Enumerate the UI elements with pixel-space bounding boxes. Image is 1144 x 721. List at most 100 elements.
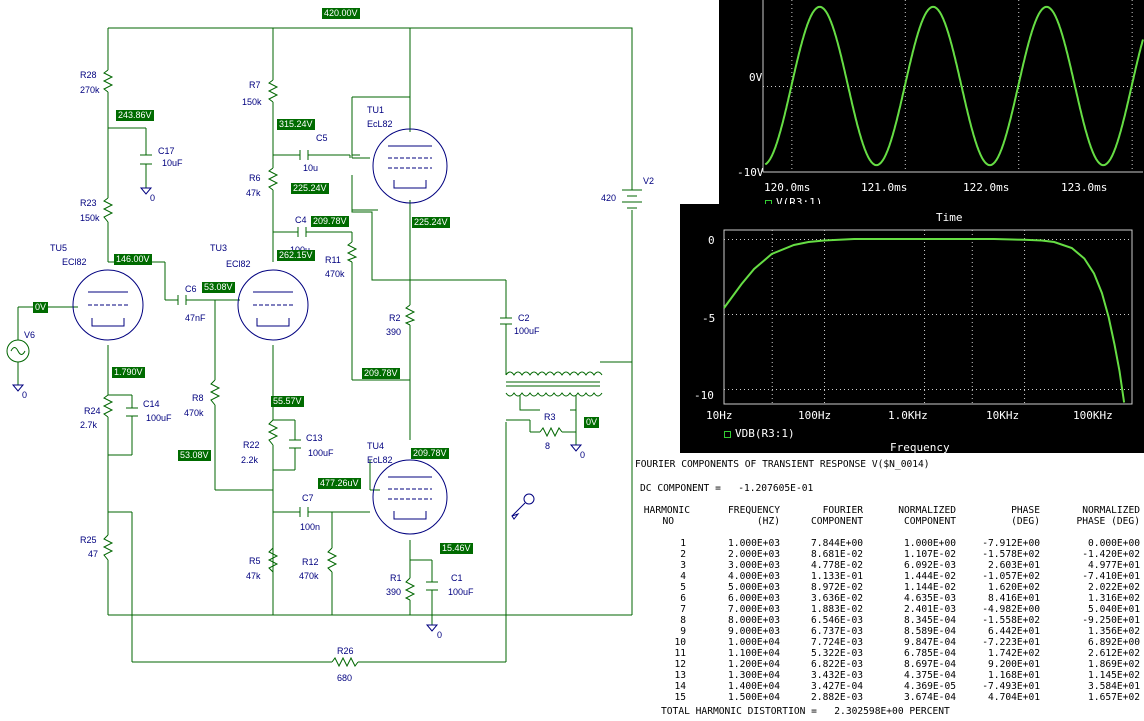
time-gridline-dot <box>983 86 984 87</box>
time-gridline-dot <box>955 86 956 87</box>
freq-gridline-dot <box>771 370 773 371</box>
freq-gridline-dot <box>924 350 926 351</box>
fourier-table-cell: 2.882E-03 <box>811 692 863 703</box>
time-gridline-dot <box>1055 86 1056 87</box>
time-gridline-dot <box>883 86 884 87</box>
freq-gridline-dot <box>824 286 826 287</box>
time-gridline-dot <box>791 116 793 117</box>
r2-name: R2 <box>389 313 401 323</box>
fourier-header-cell: PHASE <box>1011 505 1040 516</box>
freq-gridline-dot <box>771 298 773 299</box>
time-gridline-dot <box>1131 128 1133 129</box>
freq-gridline-dot <box>1120 239 1121 240</box>
freq-gridline-dot <box>771 310 773 311</box>
fourier-table-cell: 4.704E+01 <box>988 692 1040 703</box>
time-gridline-dot <box>791 60 793 61</box>
freq-gridline-dot <box>971 366 973 367</box>
freq-gridline-dot <box>824 334 826 335</box>
freq-gridline-dot <box>1080 314 1081 315</box>
freq-gridline-dot <box>740 314 741 315</box>
freq-gridline-dot <box>1024 398 1026 399</box>
freq-gridline-dot <box>1128 314 1129 315</box>
freq-gridline-dot <box>1024 318 1026 319</box>
ground-symbols <box>11 187 583 632</box>
time-gridline-dot <box>791 104 793 105</box>
time-gridline-dot <box>904 16 906 17</box>
time-gridline-dot <box>1079 86 1080 87</box>
freq-gridline-dot <box>828 389 829 390</box>
freq-gridline-dot <box>928 314 929 315</box>
freq-gridline-dot <box>1056 239 1057 240</box>
time-gridline-dot <box>904 28 906 29</box>
tu5-type: ECl82 <box>62 257 87 267</box>
voltage-tu3-plate: 262.15V <box>277 250 315 261</box>
freq-legend-label: VDB(R3:1) <box>735 427 795 440</box>
fourier-table-cell: 9.847E-04 <box>904 637 956 648</box>
fourier-table-cell: 0.000E+00 <box>1088 538 1140 549</box>
freq-gridline-dot <box>776 239 777 240</box>
freq-gridline-dot <box>744 239 745 240</box>
freq-gridline-dot <box>971 374 973 375</box>
freq-gridline-dot <box>820 314 821 315</box>
freq-gridline-dot <box>796 239 797 240</box>
time-gridline-dot <box>1035 86 1036 87</box>
time-gridline-dot <box>831 86 832 87</box>
freq-gridline-dot <box>988 314 989 315</box>
freq-gridline-dot <box>1024 298 1026 299</box>
time-gridline-dot <box>1018 160 1020 161</box>
freq-gridline-dot <box>924 318 926 319</box>
freq-gridline-dot <box>812 239 813 240</box>
freq-gridline-dot <box>792 389 793 390</box>
freq-gridline-dot <box>1092 389 1093 390</box>
freq-gridline-dot <box>1080 389 1081 390</box>
time-gridline-dot <box>827 86 828 87</box>
time-gridline-dot <box>1131 76 1133 77</box>
series-line-vdb-r3 <box>723 238 1126 403</box>
freq-gridline-dot <box>1024 246 1026 247</box>
freq-gridline-dot <box>971 310 973 311</box>
freq-gridline-dot <box>824 386 826 387</box>
freq-gridline-dot <box>924 254 926 255</box>
r25-value: 47 <box>88 549 99 559</box>
time-gridline-dot <box>1018 24 1020 25</box>
r24-name: R24 <box>84 406 101 416</box>
freq-gridline-dot <box>768 314 769 315</box>
c14-name: C14 <box>143 399 160 409</box>
freq-gridline-dot <box>1100 239 1101 240</box>
time-gridline-dot <box>867 86 868 87</box>
freq-gridline-dot <box>824 250 826 251</box>
freq-gridline-dot <box>924 374 926 375</box>
freq-gridline-dot <box>1052 239 1053 240</box>
freq-gridline-dot <box>928 389 929 390</box>
fourier-table-cell: 1.444E-02 <box>904 571 956 582</box>
ground-label-v6: 0 <box>22 390 28 400</box>
time-gridline-dot <box>899 86 900 87</box>
c1-name: C1 <box>451 573 463 583</box>
time-gridline-dot <box>904 40 906 41</box>
time-gridline-dot <box>904 32 906 33</box>
time-gridline-dot <box>904 88 906 89</box>
time-gridline-dot <box>791 72 793 73</box>
freq-gridline-dot <box>1024 370 1026 371</box>
freq-gridline-dot <box>732 389 733 390</box>
time-gridline-dot <box>1018 44 1020 45</box>
freq-gridline-dot <box>971 230 973 231</box>
battery-v2 <box>622 189 642 209</box>
freq-gridline-dot <box>1056 314 1057 315</box>
r12-name: R12 <box>302 557 319 567</box>
freq-gridline-dot <box>1068 314 1069 315</box>
r7-value: 150k <box>242 97 262 107</box>
freq-gridline-dot <box>1044 239 1045 240</box>
freq-gridline-dot <box>824 290 826 291</box>
time-gridline-dot <box>991 86 992 87</box>
fourier-table-cell: 2.612E+02 <box>1088 648 1140 659</box>
time-gridline-dot <box>1018 72 1020 73</box>
time-gridline-dot <box>1018 120 1020 121</box>
time-gridline-dot <box>791 64 793 65</box>
time-gridline-dot <box>1131 88 1133 89</box>
freq-gridline-dot <box>924 398 926 399</box>
time-gridline-dot <box>1018 20 1020 21</box>
time-gridline-dot <box>975 86 976 87</box>
freq-gridline-dot <box>1096 314 1097 315</box>
